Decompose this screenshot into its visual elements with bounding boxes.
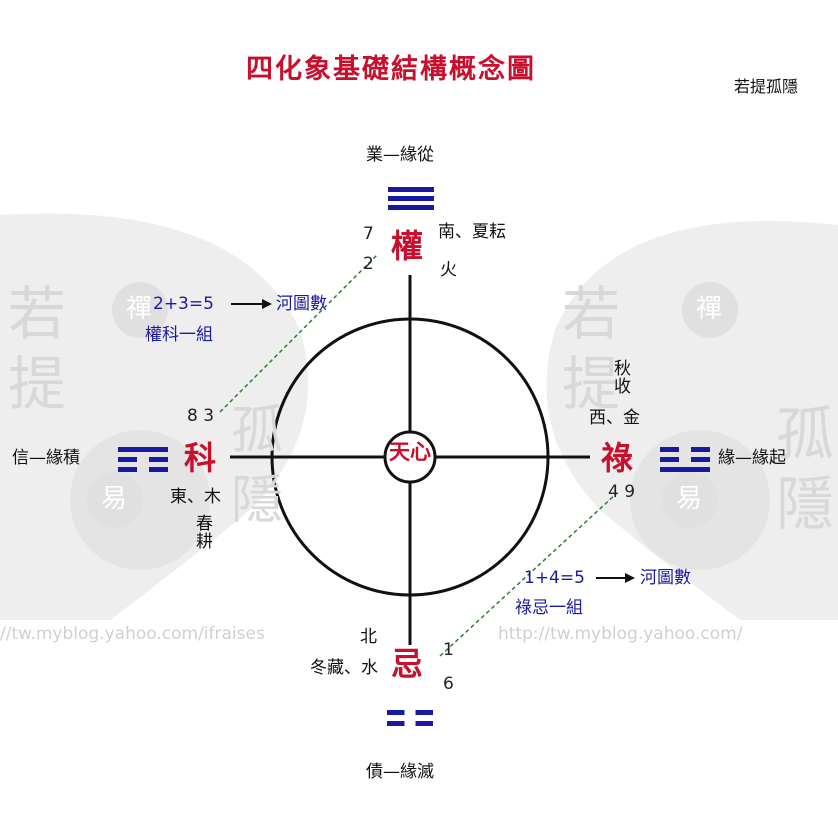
trigram-line-left-1-seg0 bbox=[118, 457, 137, 462]
watermark-char: 隱 bbox=[231, 471, 284, 531]
watermark-badge-char: 禪 bbox=[696, 294, 723, 324]
watermark-badge-right-bottom bbox=[662, 472, 718, 528]
bottom-num-1: 1 bbox=[443, 640, 454, 660]
formula-lower-right: 1+4=5 bbox=[524, 568, 585, 588]
bottom-node-char: 忌 bbox=[391, 645, 424, 683]
watermark-char: 隱 bbox=[776, 470, 835, 538]
top-season-line1: 南、夏耘 bbox=[438, 222, 506, 242]
watermark-badge-left-top bbox=[112, 282, 168, 338]
trigram-line-left-1-seg1 bbox=[149, 457, 168, 462]
watermark-char: 孤 bbox=[776, 400, 835, 468]
target-lower-right: 河圖數 bbox=[640, 568, 691, 588]
dashed-connector-lower-right bbox=[439, 493, 617, 657]
formula-upper-left: 2+3=5 bbox=[153, 294, 214, 314]
top-num-2: 2 bbox=[363, 254, 374, 274]
trigram-line-bottom-0-seg0 bbox=[387, 710, 405, 715]
right-nums: 4 9 bbox=[608, 482, 636, 502]
trigram-line-right-1-seg1 bbox=[691, 457, 710, 462]
left-caption: 信—緣積 bbox=[12, 448, 80, 468]
trigram-line-left-2-seg1 bbox=[149, 467, 168, 472]
watermark-url-left: //tw.myblog.yahoo.com/ifraises bbox=[0, 624, 265, 644]
top-node-char: 權 bbox=[391, 227, 424, 265]
bottom-season-line2: 冬藏、水 bbox=[310, 658, 378, 678]
watermark-badge-right-top bbox=[682, 282, 738, 338]
left-nums: 8 3 bbox=[187, 406, 215, 426]
author-label: 若提孤隱 bbox=[734, 77, 799, 96]
bottom-caption: 債—緣滅 bbox=[366, 762, 434, 782]
dashed-connector-upper-left bbox=[219, 254, 378, 413]
watermark-badge-left-bottom bbox=[87, 472, 143, 528]
trigram-line-bottom-1-seg1 bbox=[415, 721, 433, 726]
watermark-char: 若 bbox=[562, 280, 621, 348]
watermark-char: 提 bbox=[8, 350, 67, 418]
arrow-upper-left bbox=[231, 299, 272, 309]
left-season-line1: 東、木 bbox=[170, 487, 221, 507]
left-node-char: 科 bbox=[184, 439, 217, 477]
trigram-line-left-2-seg0 bbox=[118, 467, 137, 472]
trigram-line-bottom-1-seg0 bbox=[387, 721, 405, 726]
top-num-1: 7 bbox=[363, 224, 374, 244]
trigram-line-right-0-seg1 bbox=[691, 447, 710, 452]
center-label: 天心 bbox=[389, 440, 431, 464]
right-node-char: 祿 bbox=[601, 439, 634, 477]
center-circle bbox=[383, 430, 437, 484]
group-upper-left: 權科一組 bbox=[145, 325, 213, 345]
trigram-line-right-2 bbox=[660, 467, 710, 472]
page-title: 四化象基礎結構概念圖 bbox=[246, 54, 536, 85]
watermark-url-right: http://tw.myblog.yahoo.com/ bbox=[498, 624, 743, 644]
target-upper-left: 河圖數 bbox=[276, 294, 327, 314]
top-caption: 業—緣從 bbox=[366, 145, 434, 165]
trigram-line-top-0 bbox=[388, 187, 434, 192]
trigram-line-top-1 bbox=[388, 196, 434, 201]
trigram-line-left-0 bbox=[118, 447, 168, 452]
watermark-badge-char: 禪 bbox=[126, 294, 153, 324]
right-season-line1: 秋收 bbox=[610, 359, 630, 395]
group-lower-right: 祿忌一組 bbox=[515, 598, 583, 618]
trigram-line-top-2 bbox=[388, 205, 434, 210]
trigram-line-right-0-seg0 bbox=[660, 447, 679, 452]
watermark-badge-char: 易 bbox=[676, 484, 703, 514]
left-season-line2: 春耕 bbox=[192, 514, 212, 550]
right-caption: 緣—緣起 bbox=[718, 448, 786, 468]
top-season-line2: 火 bbox=[440, 260, 457, 280]
trigram-line-bottom-0-seg1 bbox=[415, 710, 433, 715]
watermark-badge-char: 易 bbox=[101, 484, 128, 514]
bottom-num-2: 6 bbox=[443, 674, 454, 694]
bottom-season-line1: 北 bbox=[360, 627, 377, 647]
right-season-line2: 西、金 bbox=[589, 408, 640, 428]
trigram-line-right-1-seg0 bbox=[660, 457, 679, 462]
watermark-char: 若 bbox=[8, 280, 67, 348]
arrow-lower-right bbox=[596, 573, 635, 583]
trigram-group bbox=[118, 187, 710, 726]
watermark-char: 提 bbox=[562, 350, 621, 418]
watermark-char: 孤 bbox=[231, 401, 284, 461]
